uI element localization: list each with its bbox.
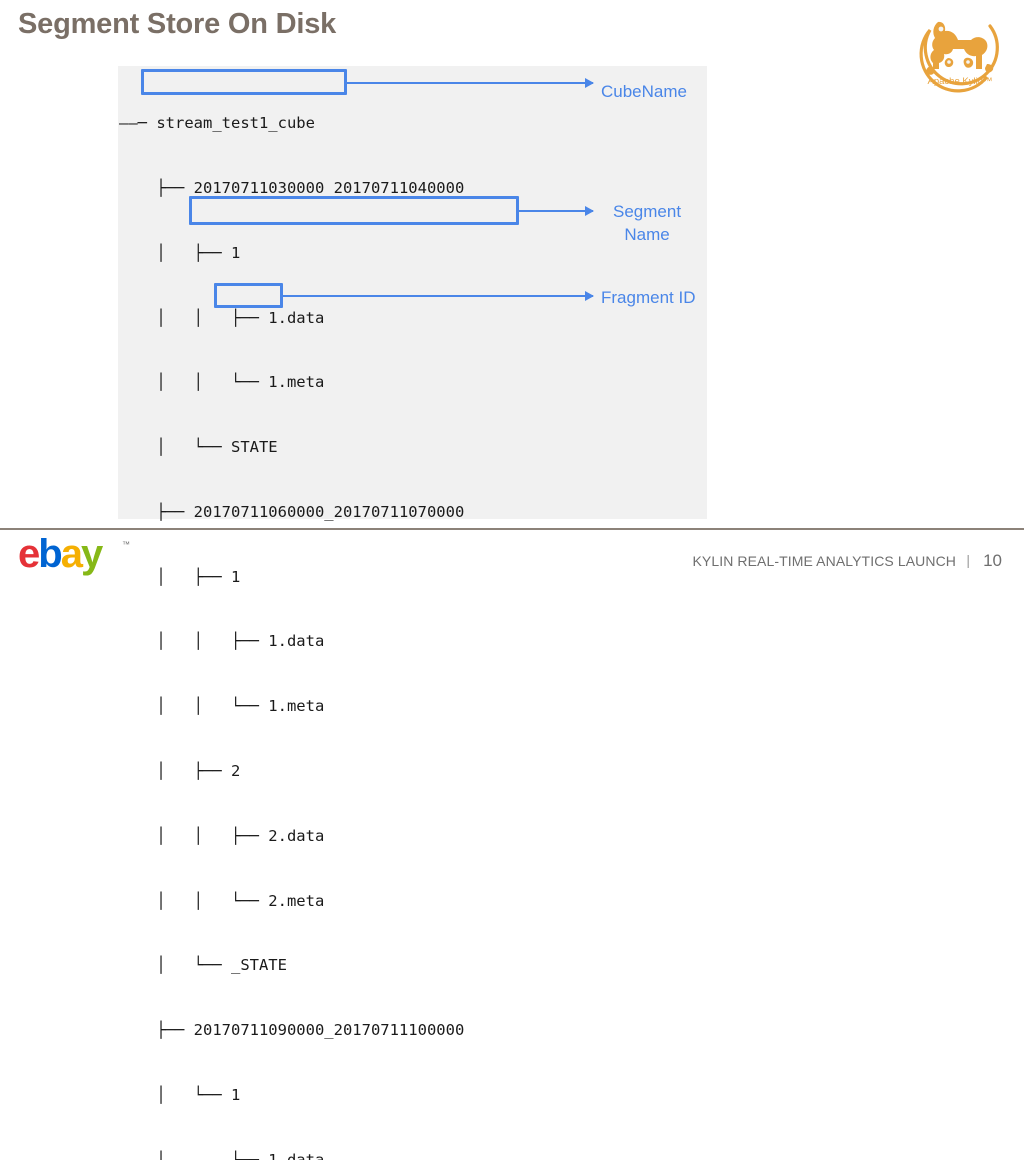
annotation-arrow-segment-name bbox=[518, 206, 594, 216]
ebay-logo: ebay ™ bbox=[18, 532, 146, 577]
tree-line: │ │ ├── 2.data bbox=[119, 826, 325, 845]
footer-event-name: KYLIN REAL-TIME ANALYTICS LAUNCH bbox=[692, 553, 956, 569]
svg-text:™: ™ bbox=[122, 540, 130, 549]
footer-separator: | bbox=[966, 552, 970, 568]
kylin-logo-text: Apache Kylin™ bbox=[928, 76, 993, 87]
annotation-arrow-fragment-id bbox=[282, 291, 594, 301]
tree-line: │ │ ├── 1.data bbox=[119, 308, 325, 327]
tree-line: ├── 20170711060000_20170711070000 bbox=[119, 502, 465, 521]
annotation-label-cube-name: CubeName bbox=[601, 82, 687, 101]
highlight-box-cube-name bbox=[141, 69, 347, 95]
tree-line: │ └── STATE bbox=[119, 438, 278, 457]
tree-line: │ ├── 1 bbox=[119, 243, 241, 262]
tree-line: │ ├── 1.data bbox=[119, 1150, 325, 1160]
highlight-box-fragment-id bbox=[214, 283, 283, 308]
tree-line: ├── 20170711090000_20170711100000 bbox=[119, 1021, 465, 1040]
tree-line: │ ├── 2 bbox=[119, 762, 241, 780]
tree-line: │ └── _STATE bbox=[119, 956, 287, 975]
tree-line: ——─ stream_test1_cube bbox=[119, 114, 315, 133]
tree-line: │ │ ├── 1.data bbox=[119, 632, 325, 651]
footer-divider bbox=[0, 528, 1024, 530]
footer-page-number: 10 bbox=[983, 551, 1002, 570]
tree-line: │ │ └── 2.meta bbox=[119, 891, 325, 910]
tree-line: │ │ └── 1.meta bbox=[119, 697, 325, 716]
apache-kylin-logo: Apache Kylin™ bbox=[908, 6, 1012, 94]
annotation-label-fragment-id: Fragment ID bbox=[601, 288, 696, 307]
directory-tree: ——─ stream_test1_cube ├── 20170711030000… bbox=[119, 70, 464, 1160]
tree-line: │ └── 1 bbox=[119, 1085, 241, 1104]
tree-line: │ │ └── 1.meta bbox=[119, 373, 325, 392]
tree-line: ├── 20170711030000_20170711040000 bbox=[119, 178, 465, 197]
annotation-arrow-cube-name bbox=[346, 78, 594, 88]
tree-line: │ ├── 1 bbox=[119, 567, 241, 586]
svg-text:ebay: ebay bbox=[18, 533, 104, 576]
page-title: Segment Store On Disk bbox=[18, 8, 337, 40]
highlight-box-segment-name bbox=[189, 196, 519, 225]
annotation-label-segment-name: Segment Name bbox=[613, 202, 682, 244]
